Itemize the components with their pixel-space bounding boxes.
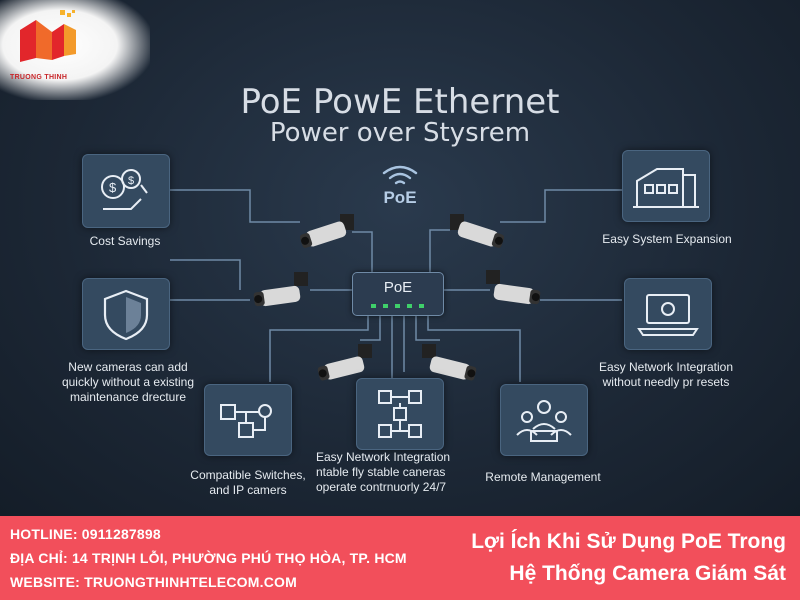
cost-savings-panel: $ $ bbox=[82, 154, 170, 228]
dollar-coins-icon: $ $ bbox=[101, 169, 148, 210]
label-line: and IP camers bbox=[209, 483, 287, 497]
switch-diagram-icon bbox=[220, 404, 272, 438]
svg-text:$: $ bbox=[128, 175, 134, 187]
security-panel bbox=[82, 278, 170, 350]
label-line: Compatible Switches, bbox=[190, 468, 306, 482]
connection-lines bbox=[168, 189, 622, 382]
shield-icon bbox=[103, 289, 149, 341]
new-cameras-label: New cameras can add quickly without a ex… bbox=[48, 360, 208, 405]
headline-line-1: Lợi Ích Khi Sử Dụng PoE Trong bbox=[471, 530, 786, 553]
easy-expansion-label: Easy System Expansion bbox=[602, 232, 732, 246]
ip-camera-icon bbox=[317, 344, 372, 381]
label-line: without needly pr resets bbox=[602, 375, 730, 389]
network-integration-panel bbox=[624, 278, 712, 350]
remote-management-label: Remote Management bbox=[485, 470, 601, 484]
infographic: TRUONG THINH PoE PowE Ethernet Power ove… bbox=[0, 0, 800, 516]
label-line: Easy Network Integration bbox=[316, 450, 451, 464]
stable-cameras-panel bbox=[356, 378, 444, 450]
stable-cameras-label: Easy Network Integration ntable fly stab… bbox=[316, 450, 486, 495]
laptop-icon bbox=[637, 294, 699, 336]
label-line: ntable fly stable caneras bbox=[316, 465, 446, 479]
building-icon bbox=[633, 168, 699, 208]
easy-expansion-panel bbox=[622, 150, 710, 222]
svg-text:$: $ bbox=[109, 180, 117, 195]
ip-camera-icon bbox=[299, 214, 354, 248]
ip-camera-icon bbox=[486, 270, 541, 305]
label-line: maintenance drecture bbox=[69, 390, 187, 404]
poe-switch: PoE bbox=[352, 272, 444, 316]
network-integration-label: Easy Network Integration without needly … bbox=[586, 360, 746, 390]
address-text: ĐỊA CHỈ: 14 TRỊNH LỖI, PHƯỜNG PHÚ THỌ HÒ… bbox=[10, 550, 407, 566]
status-led bbox=[395, 304, 400, 308]
status-led bbox=[383, 304, 388, 308]
title-line-1: PoE PowE Ethernet bbox=[240, 82, 560, 122]
network-nodes-icon bbox=[378, 390, 422, 438]
headline-line-2: Hệ Thống Camera Giám Sát bbox=[509, 562, 786, 585]
label-line: New cameras can add bbox=[68, 360, 188, 374]
compatible-switches-panel bbox=[204, 384, 292, 456]
compatible-switches-label: Compatible Switches, and IP camers bbox=[168, 468, 328, 498]
label-line: operate contrnuorly 24/7 bbox=[316, 480, 447, 494]
label-line: Easy Network Integration bbox=[598, 360, 734, 374]
truong-thinh-logo bbox=[20, 10, 76, 62]
team-icon bbox=[516, 400, 572, 442]
ip-camera-icon bbox=[253, 272, 308, 307]
website-text: WEBSITE: TRUONGTHINHTELECOM.COM bbox=[10, 574, 297, 590]
title-line-2: Power over Stysrem bbox=[269, 118, 531, 148]
brand-name: TRUONG THINH bbox=[10, 74, 68, 81]
poe-switch-label: PoE bbox=[383, 279, 413, 296]
status-led bbox=[407, 304, 412, 308]
hotline-text: HOTLINE: 0911287898 bbox=[10, 526, 161, 542]
remote-management-panel bbox=[500, 384, 588, 456]
ip-camera-icon bbox=[422, 344, 477, 381]
contact-footer: HOTLINE: 0911287898 ĐỊA CHỈ: 14 TRỊNH LỖ… bbox=[0, 516, 800, 600]
cost-savings-label: Cost Savings bbox=[89, 234, 161, 248]
poe-wifi-label: PoE bbox=[383, 188, 417, 207]
wifi-icon bbox=[382, 165, 418, 185]
label-line: quickly without a existing bbox=[61, 375, 195, 389]
status-led bbox=[419, 304, 424, 308]
ip-camera-icon bbox=[450, 214, 505, 248]
status-led bbox=[371, 304, 376, 308]
